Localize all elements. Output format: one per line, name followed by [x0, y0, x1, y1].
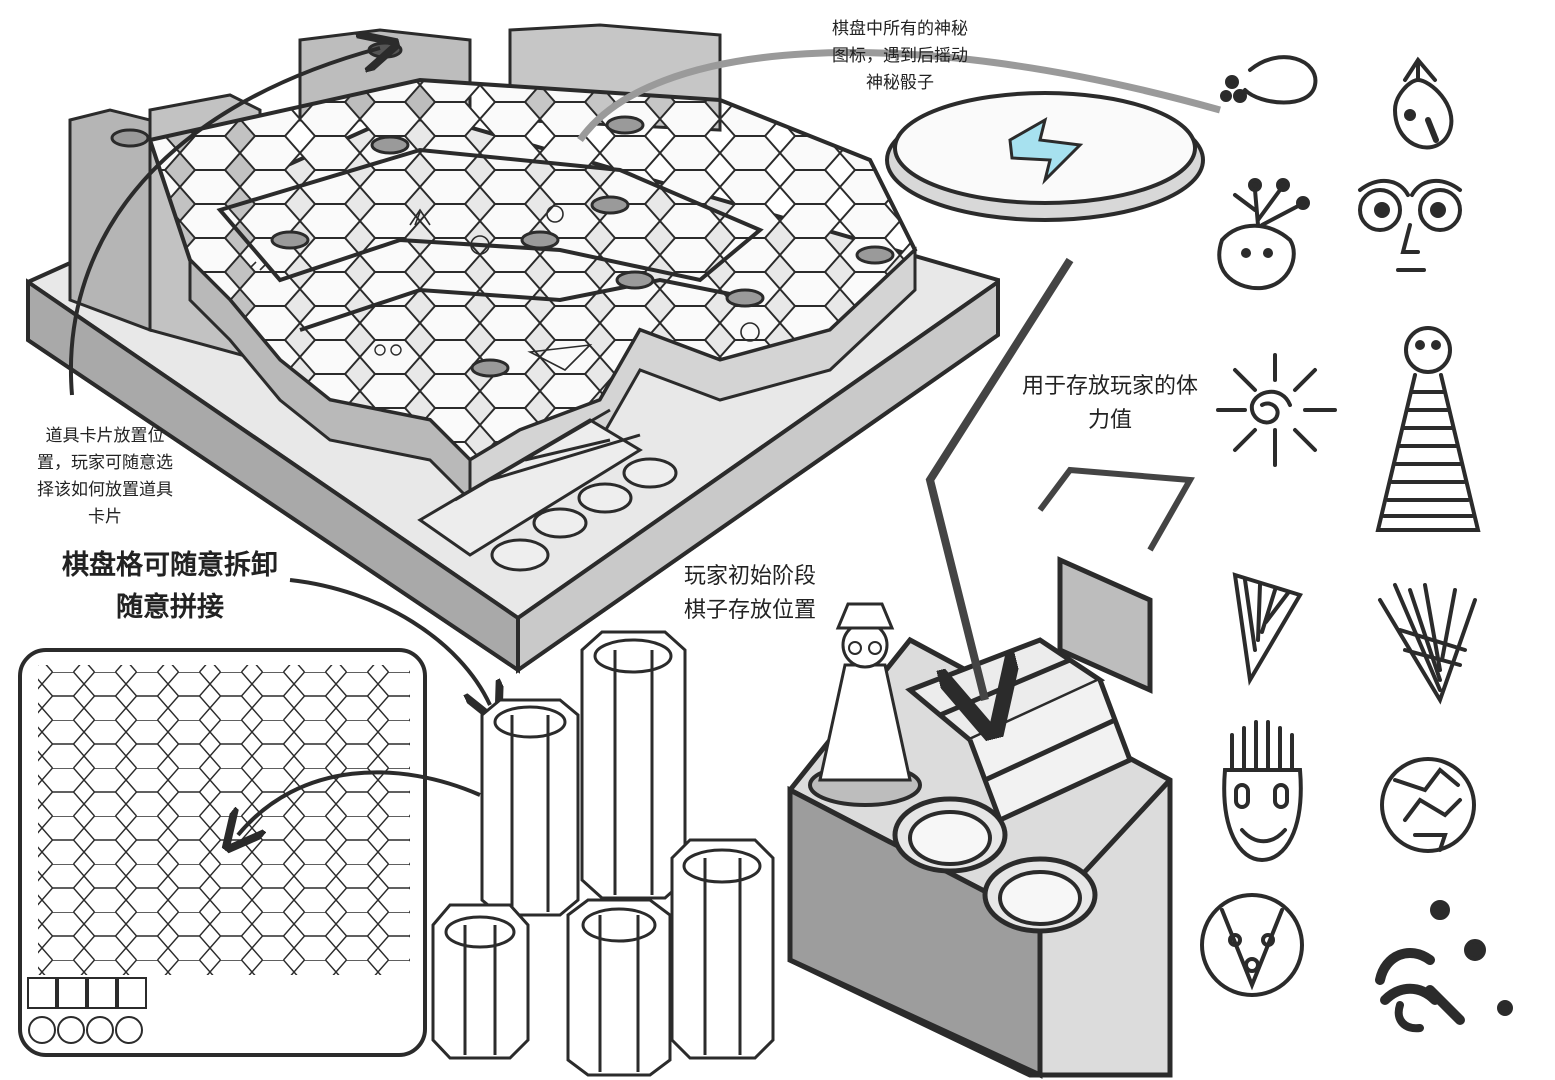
stamina-storage-note-line: 用于存放玩家的体	[1021, 374, 1198, 399]
card-slots-note-line: 卡片	[88, 507, 122, 527]
start-position-note-line: 棋子存放位置	[683, 598, 816, 623]
hex-pillars	[431, 630, 775, 1077]
detachable-cells-note-line: 棋盘格可随意拆卸	[62, 550, 278, 581]
sun-spiral-icon	[1216, 353, 1337, 467]
detachable-hex-grid	[18, 648, 427, 1057]
striped-totem-icon	[1375, 326, 1481, 532]
mystery-icons-note: 棋盘中所有的神秘 图标，遇到后摇动 神秘骰子	[800, 16, 1000, 97]
owl-face-icon	[1358, 179, 1462, 272]
card-slots-note-line: 道具卡片放置位	[45, 426, 165, 446]
hex-pillar	[431, 903, 530, 1060]
fan-mask-icon	[1392, 56, 1454, 150]
stamina-storage-note-line: 力值	[1087, 408, 1132, 433]
start-tray-closeup	[787, 466, 1195, 1079]
mystery-icons-note-line: 棋盘中所有的神秘	[832, 19, 968, 39]
hex-pillar	[566, 898, 672, 1077]
card-slots-note-line: 择该如何放置道具	[37, 480, 173, 500]
stamina-arrow	[925, 257, 1074, 700]
hex-pillar	[580, 630, 687, 900]
cracked-face-icon	[1380, 757, 1476, 853]
lightning-icon	[1008, 116, 1084, 185]
diamond-face-icon	[1200, 893, 1304, 997]
detachable-cells-note: 棋盘格可随意拆卸 随意拼接	[40, 545, 300, 629]
mystery-icons-note-line: 神秘骰子	[866, 73, 934, 93]
card-slot-arrow	[69, 48, 380, 396]
player-piece	[808, 602, 922, 807]
grid-arrow	[238, 770, 481, 835]
fan-shard-icon	[1232, 572, 1304, 686]
sprout-face-icon	[1217, 178, 1310, 291]
splash-dots-icon	[1375, 900, 1513, 1033]
stamina-storage-note: 用于存放玩家的体 力值	[1000, 370, 1220, 438]
card-slots-note-line: 置，玩家可随意选	[37, 453, 173, 473]
brush-rays-icon	[1378, 583, 1477, 705]
board-card-slots	[417, 408, 678, 572]
start-position-note-line: 玩家初始阶段	[683, 564, 816, 589]
hex-pillar	[670, 838, 775, 1060]
mystery-icons	[1200, 55, 1513, 1033]
pillars-arrow	[289, 578, 490, 705]
mystery-dice-token	[577, 49, 1221, 222]
hex-pillar	[480, 698, 580, 917]
crown-mask-icon	[1222, 720, 1303, 863]
card-slots-note: 道具卡片放置位 置，玩家可随意选 择该如何放置道具 卡片	[20, 423, 190, 531]
start-position-note: 玩家初始阶段 棋子存放位置	[670, 560, 830, 628]
paint-palette-icon	[1220, 55, 1318, 105]
mystery-icons-note-line: 图标，遇到后摇动	[832, 46, 968, 66]
main-board	[26, 23, 1000, 674]
grid-card-slots	[27, 977, 147, 1044]
detachable-cells-note-line: 随意拼接	[116, 592, 224, 623]
